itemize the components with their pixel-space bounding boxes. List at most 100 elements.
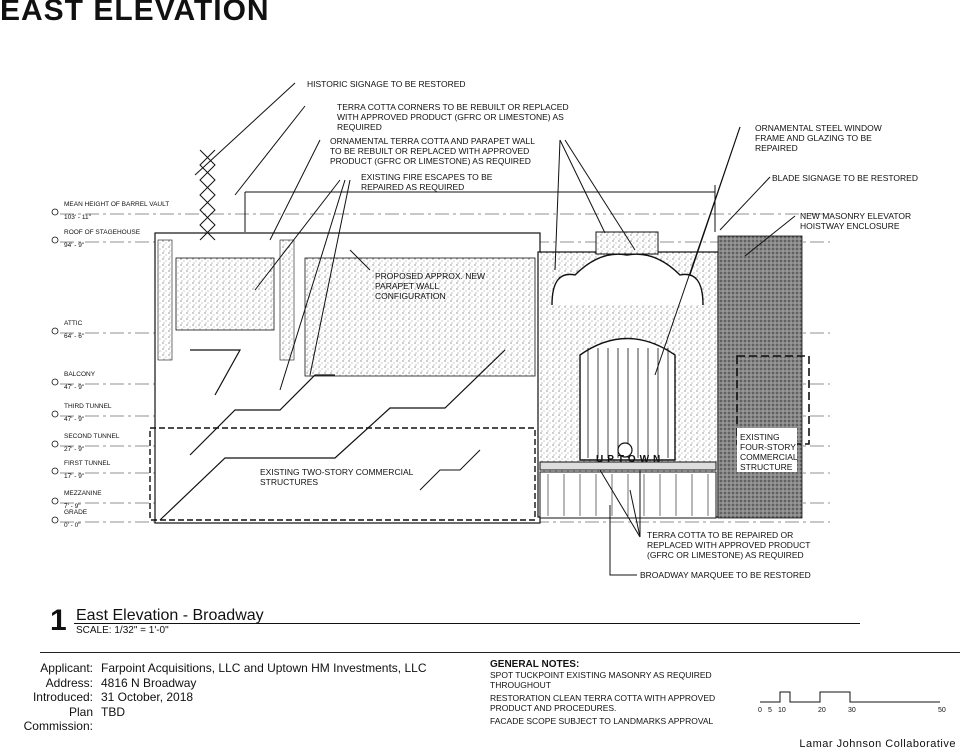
level-height: 0' - 0": [64, 522, 81, 529]
general-notes: GENERAL NOTES: SPOT TUCKPOINT EXISTING M…: [490, 660, 750, 729]
annotation-line: COMMERCIAL: [740, 452, 798, 462]
level-marker: MEAN HEIGHT OF BARREL VAULT 103' - 11": [51, 201, 169, 221]
title-underline: [74, 623, 860, 624]
annotation-line: BROADWAY MARQUEE TO BE RESTORED: [640, 570, 811, 580]
level-name: GRADE: [64, 509, 88, 516]
annotation-line: EXISTING: [740, 432, 780, 442]
level-name: MEAN HEIGHT OF BARREL VAULT: [64, 201, 169, 208]
plan-commission-row: Plan Commission:TBD: [23, 704, 125, 733]
title-block: 1 East Elevation - Broadway SCALE: 1/32"…: [50, 604, 870, 644]
level-height: 47' - 9": [64, 416, 85, 423]
level-height: 103' - 11": [64, 214, 92, 221]
level-marker: ATTIC 64' - 6": [51, 320, 85, 340]
level-name: SECOND TUNNEL: [64, 433, 120, 440]
general-note-item: FACADE SCOPE SUBJECT TO LANDMARKS APPROV…: [490, 716, 714, 726]
firm-name: Lamar Johnson Collaborative: [799, 738, 956, 750]
level-name: FIRST TUNNEL: [64, 460, 111, 467]
level-marker: SECOND TUNNEL 27' - 9": [51, 433, 120, 453]
general-note-item: SPOT TUCKPOINT EXISTING MASONRY AS REQUI…: [490, 670, 712, 690]
svg-text:TERRA COTTA CORNERS TO BE REBU: TERRA COTTA CORNERS TO BE REBUILT OR REP…: [337, 102, 569, 132]
annotation-line: REPAIRED AS REQUIRED: [361, 182, 464, 192]
scale-tick-label: 0: [758, 707, 762, 714]
annotation-line: EXISTING TWO-STORY COMMERCIAL: [260, 467, 414, 477]
level-marker: MEZZANINE 7' - 9": [51, 490, 102, 510]
svg-text:ORNAMENTAL TERRA COTTA AND PA: ORNAMENTAL TERRA COTTA AND PARAPET WALLT…: [330, 136, 535, 166]
level-marker: GRADE 0' - 0": [51, 509, 88, 529]
general-notes-heading: GENERAL NOTES:: [490, 659, 580, 670]
scale-tick-label: 20: [818, 707, 826, 714]
level-marker: BALCONY 47' - 9": [51, 371, 96, 391]
annotation-line: FOUR-STORY: [740, 442, 796, 452]
introduced-row: Introduced:31 October, 2018: [32, 690, 194, 704]
marquee-sign: UPTOWN: [596, 454, 664, 465]
blade-signage: [199, 149, 216, 241]
theater-facade: [537, 231, 719, 519]
level-height: 64' - 6": [64, 333, 85, 340]
level-height: 7' - 9": [64, 503, 81, 510]
annotation-line: PARAPET WALL: [375, 281, 439, 291]
applicant-info: Applicant:Farpoint Acquisitions, LLC and…: [0, 661, 470, 733]
annotation-line: CONFIGURATION: [375, 291, 446, 301]
scale-tick-label: 10: [778, 707, 786, 714]
level-name: BALCONY: [64, 371, 96, 378]
annotation-line: REPLACED WITH APPROVED PRODUCT: [647, 540, 810, 550]
annotation-line: TO BE REBUILT OR REPLACED WITH APPROVED: [330, 146, 529, 156]
annotation-line: FRAME AND GLAZING TO BE: [755, 133, 872, 143]
annotation-line: NEW MASONRY ELEVATOR: [800, 211, 911, 221]
note-blade-signage: BLADE SIGNAGE TO BE RESTORED: [772, 173, 918, 183]
level-marker: FIRST TUNNEL 17' - 9": [51, 460, 111, 480]
annotation-line: PRODUCT (GFRC OR LIMESTONE) AS REQUIRED: [330, 156, 531, 166]
svg-text:HISTORIC SIGNAGE TO BE RESTORE: HISTORIC SIGNAGE TO BE RESTORED: [307, 79, 466, 89]
annotation-line: REQUIRED: [337, 122, 382, 132]
page-title: EAST ELEVATION: [0, 0, 270, 27]
view-scale: SCALE: 1/32" = 1'-0": [76, 625, 169, 636]
storefront-mullions: [547, 474, 709, 516]
annotation-line: PROPOSED APPROX. NEW: [375, 271, 485, 281]
annotation-line: STRUCTURES: [260, 477, 318, 487]
elevator-hoistway: [717, 235, 803, 519]
elevation-drawing: MEAN HEIGHT OF BARREL VAULT 103' - 11" ROO…: [51, 79, 918, 580]
annotation-line: ORNAMENTAL STEEL WINDOW: [755, 123, 882, 133]
level-marker: THIRD TUNNEL 47' - 9": [51, 403, 112, 423]
annotation-line: WITH APPROVED PRODUCT (GFRC OR LIMESTONE…: [337, 112, 564, 122]
annotation-line: REPAIRED: [755, 143, 798, 153]
annotation-line: HISTORIC SIGNAGE TO BE RESTORED: [307, 79, 466, 89]
level-height: 27' - 9": [64, 446, 85, 453]
level-labels: MEAN HEIGHT OF BARREL VAULT 103' - 11" ROO…: [51, 201, 169, 529]
annotation-line: HOISTWAY ENCLOSURE: [800, 221, 900, 231]
annotation-line: (GFRC OR LIMESTONE) AS REQUIRED: [647, 550, 804, 560]
divider: [40, 652, 960, 653]
level-name: THIRD TUNNEL: [64, 403, 112, 410]
svg-text:BLADE SIGNAGE TO BE RESTORED: BLADE SIGNAGE TO BE RESTORED: [772, 173, 918, 183]
note-broadway-marquee: BROADWAY MARQUEE TO BE RESTORED: [640, 570, 811, 580]
level-name: ATTIC: [64, 320, 83, 327]
level-name: ROOF OF STAGEHOUSE: [64, 229, 141, 236]
scale-tick-label: 30: [848, 707, 856, 714]
level-height: 17' - 9": [64, 473, 85, 480]
annotation-line: EXISTING FIRE ESCAPES TO BE: [361, 172, 493, 182]
general-note-item: RESTORATION CLEAN TERRA COTTA WITH APPRO…: [490, 693, 716, 713]
building-body: [149, 185, 716, 524]
scale-tick-label: 50: [938, 707, 946, 714]
note-historic-signage: HISTORIC SIGNAGE TO BE RESTORED: [307, 79, 466, 89]
level-name: MEZZANINE: [64, 490, 102, 497]
note-terra-cotta-corners: TERRA COTTA CORNERS TO BE REBUILT OR REP…: [337, 102, 569, 132]
level-height: 47' - 9": [64, 384, 85, 391]
annotation-line: STRUCTURE: [740, 462, 793, 472]
address-row: Address:4816 N Broadway: [45, 675, 197, 690]
annotation-line: TERRA COTTA CORNERS TO BE REBUILT OR REP…: [337, 102, 569, 112]
annotation-line: ORNAMENTAL TERRA COTTA AND PARAPET WALL: [330, 136, 535, 146]
